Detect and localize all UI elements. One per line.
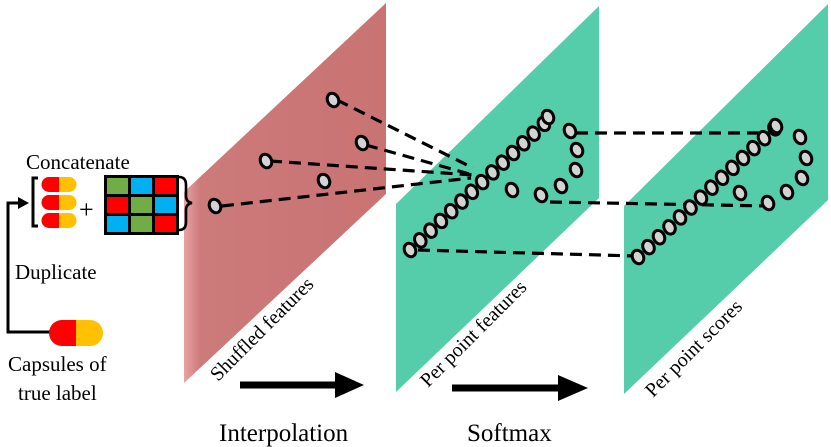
score-point [651, 228, 667, 246]
feature-point [516, 135, 531, 152]
small-capsule [41, 213, 77, 228]
feature-point [553, 177, 569, 195]
score-point [662, 219, 677, 236]
feature-grid-cell [131, 216, 152, 232]
point-cloud [207, 91, 814, 266]
feature-grid-cell [107, 178, 128, 194]
feature-grid-cell [131, 197, 152, 213]
score-point [798, 149, 814, 167]
feature-point [474, 173, 490, 191]
score-point [641, 238, 656, 256]
score-point [735, 149, 751, 167]
shuffled-point [258, 152, 274, 170]
score-point [683, 199, 698, 216]
feature-point [495, 154, 510, 171]
score-point [732, 184, 748, 202]
dashed-connectors [221, 98, 775, 258]
score-point [714, 169, 730, 187]
duplicate-label: Duplicate [15, 260, 97, 284]
softmax-arrow [452, 375, 588, 401]
shuffled-point [325, 91, 341, 109]
concatenate-label: Concatenate [26, 150, 130, 174]
feature-point [485, 164, 500, 181]
feature-grid-cell [155, 178, 176, 194]
score-point [768, 117, 784, 135]
score-point [756, 129, 772, 147]
interpolation-arrow [240, 372, 364, 398]
capsules-label-line1: Capsules of [8, 352, 107, 376]
true-label-capsule [49, 320, 103, 346]
score-point [779, 183, 795, 201]
small-capsule [41, 195, 77, 210]
score-point [630, 248, 646, 266]
shuffled-point [354, 134, 370, 152]
dashed-connector [269, 159, 474, 177]
capsules-label-line2: true label [18, 381, 97, 405]
score-point [760, 194, 776, 212]
score-point [792, 128, 808, 146]
softmax-label: Softmax [467, 420, 552, 447]
score-point [693, 189, 709, 206]
per-point-scores-plane [624, 4, 828, 394]
per-point-features-plane [396, 6, 599, 392]
feature-point [540, 108, 556, 126]
duplicate-arrow-head [18, 197, 29, 209]
capsule-stack [41, 177, 77, 228]
left-bracket [31, 176, 38, 228]
score-point [746, 139, 761, 157]
interpolation-label: Interpolation [219, 420, 349, 447]
score-point [725, 159, 740, 177]
feature-point [464, 183, 480, 201]
score-point [672, 209, 688, 226]
plus-sign: + [79, 195, 94, 224]
duplicate-connector-line [6, 201, 50, 334]
dashed-connector [549, 200, 769, 208]
score-point [704, 179, 719, 196]
right-brace [178, 175, 193, 232]
feature-point [533, 186, 549, 204]
feature-point [569, 141, 585, 159]
feature-grid-cell [155, 216, 176, 232]
feature-point [433, 212, 449, 230]
feature-point [505, 144, 521, 162]
shuffled-features-plane [184, 3, 386, 383]
feature-grid-cell [131, 178, 152, 194]
dashed-connector [221, 176, 472, 208]
dashed-connector [336, 98, 474, 170]
feature-grid [104, 175, 179, 235]
feature-point [526, 125, 541, 142]
feature-point [504, 181, 520, 199]
feature-grid-cell [107, 197, 128, 213]
feature-point [443, 202, 459, 220]
feature-point [402, 241, 418, 259]
feature-point [413, 232, 428, 249]
dashed-connector [417, 248, 637, 258]
feature-grid-cell [107, 216, 128, 232]
feature-point [423, 222, 438, 239]
score-point [794, 169, 810, 187]
shuffled-point [207, 197, 223, 215]
feature-point [454, 193, 469, 210]
small-capsule [41, 177, 77, 192]
feature-point [562, 122, 578, 140]
feature-point [568, 161, 584, 179]
shuffled-point [316, 172, 332, 190]
feature-grid-cell [155, 197, 176, 213]
